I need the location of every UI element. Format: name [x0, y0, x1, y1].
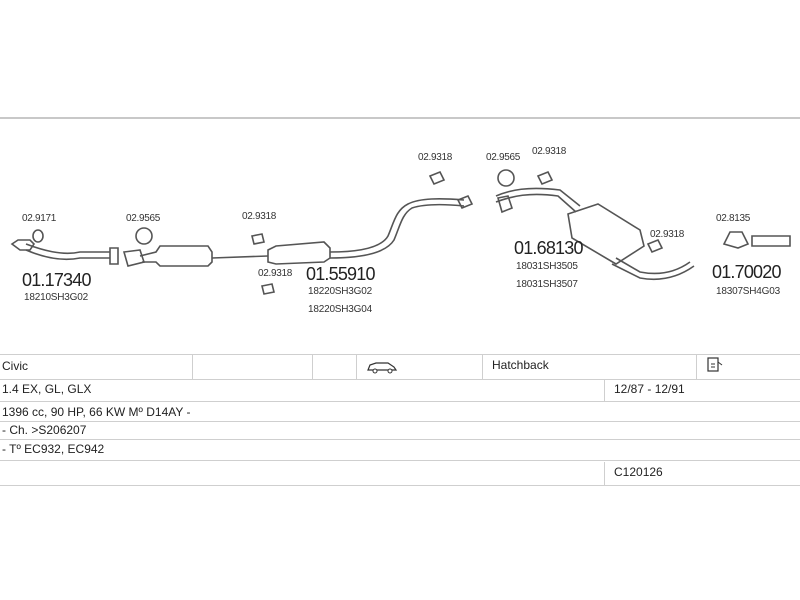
column-divider [604, 462, 605, 486]
fitting-label: 02.8135 [716, 213, 751, 224]
engine-variant: 1.4 EX, GL, GLX [2, 382, 92, 396]
oem-code: 18220SH3G02 [308, 286, 372, 297]
hanger-5 [646, 238, 664, 254]
part-number: 01.68130 [514, 238, 583, 258]
fitting-label: 02.9318 [242, 211, 277, 222]
middle-silencer-2 [267, 241, 331, 265]
model-name: Civic [2, 359, 28, 373]
column-divider [696, 355, 697, 379]
year-range: 12/87 - 12/91 [614, 382, 685, 396]
fitting-label: 02.9318 [532, 146, 567, 157]
table-row [0, 461, 800, 486]
part-number: 01.17340 [22, 270, 91, 290]
fitting-label: 02.9171 [22, 213, 57, 224]
fitting-label: 02.9565 [126, 213, 161, 224]
front-pipe [10, 239, 36, 251]
body-type: Hatchback [492, 358, 549, 372]
oem-code: 18210SH3G02 [24, 292, 88, 303]
clamp-1 [456, 194, 474, 210]
column-divider [356, 355, 357, 379]
fitting-label: 02.9565 [486, 152, 521, 163]
front-pipe-tube [25, 249, 110, 261]
fitting-label: 02.9318 [650, 229, 685, 240]
exhaust-diagram [10, 169, 791, 295]
chassis-number: - Ch. >S206207 [2, 423, 87, 437]
rear-flange [496, 195, 513, 214]
oem-code: 18031SH3507 [516, 279, 578, 290]
tail-gasket [722, 231, 750, 249]
column-divider [312, 355, 313, 379]
fitting-label: 02.9318 [258, 268, 293, 279]
oem-code: 18031SH3505 [516, 261, 578, 272]
type-number: - Tº EC932, EC942 [2, 442, 105, 456]
part-number: 01.70020 [712, 262, 781, 282]
oem-code: 18220SH3G04 [308, 304, 372, 315]
mid-flange [122, 249, 146, 267]
engine-spec: 1396 cc, 90 HP, 66 KW Mº D14AY - [2, 405, 191, 419]
hanger-2 [261, 283, 275, 295]
column-divider [604, 380, 605, 402]
hanger-1 [251, 233, 265, 245]
catalog-code: C120126 [614, 465, 663, 479]
front-pipe-flange [109, 247, 119, 265]
gasket-2 [135, 227, 153, 245]
gasket-1 [32, 229, 44, 243]
top-border [0, 117, 800, 119]
table-row [0, 354, 800, 380]
column-divider [482, 355, 483, 379]
tail-pipe [751, 235, 791, 247]
table-row [0, 440, 800, 461]
table-row [0, 422, 800, 440]
oem-code: 18307SH4G03 [716, 286, 780, 297]
document-icon [707, 357, 723, 372]
column-divider [192, 355, 193, 379]
gasket-3 [497, 169, 515, 187]
fitting-label: 02.9318 [418, 152, 453, 163]
table-row [0, 379, 800, 402]
table-row [0, 402, 800, 422]
middle-silencer-1 [139, 245, 213, 267]
hanger-3 [428, 170, 446, 186]
hanger-4 [536, 170, 554, 186]
part-number: 01.55910 [306, 264, 375, 284]
rear-silencer [567, 203, 645, 265]
car-icon [367, 362, 398, 374]
